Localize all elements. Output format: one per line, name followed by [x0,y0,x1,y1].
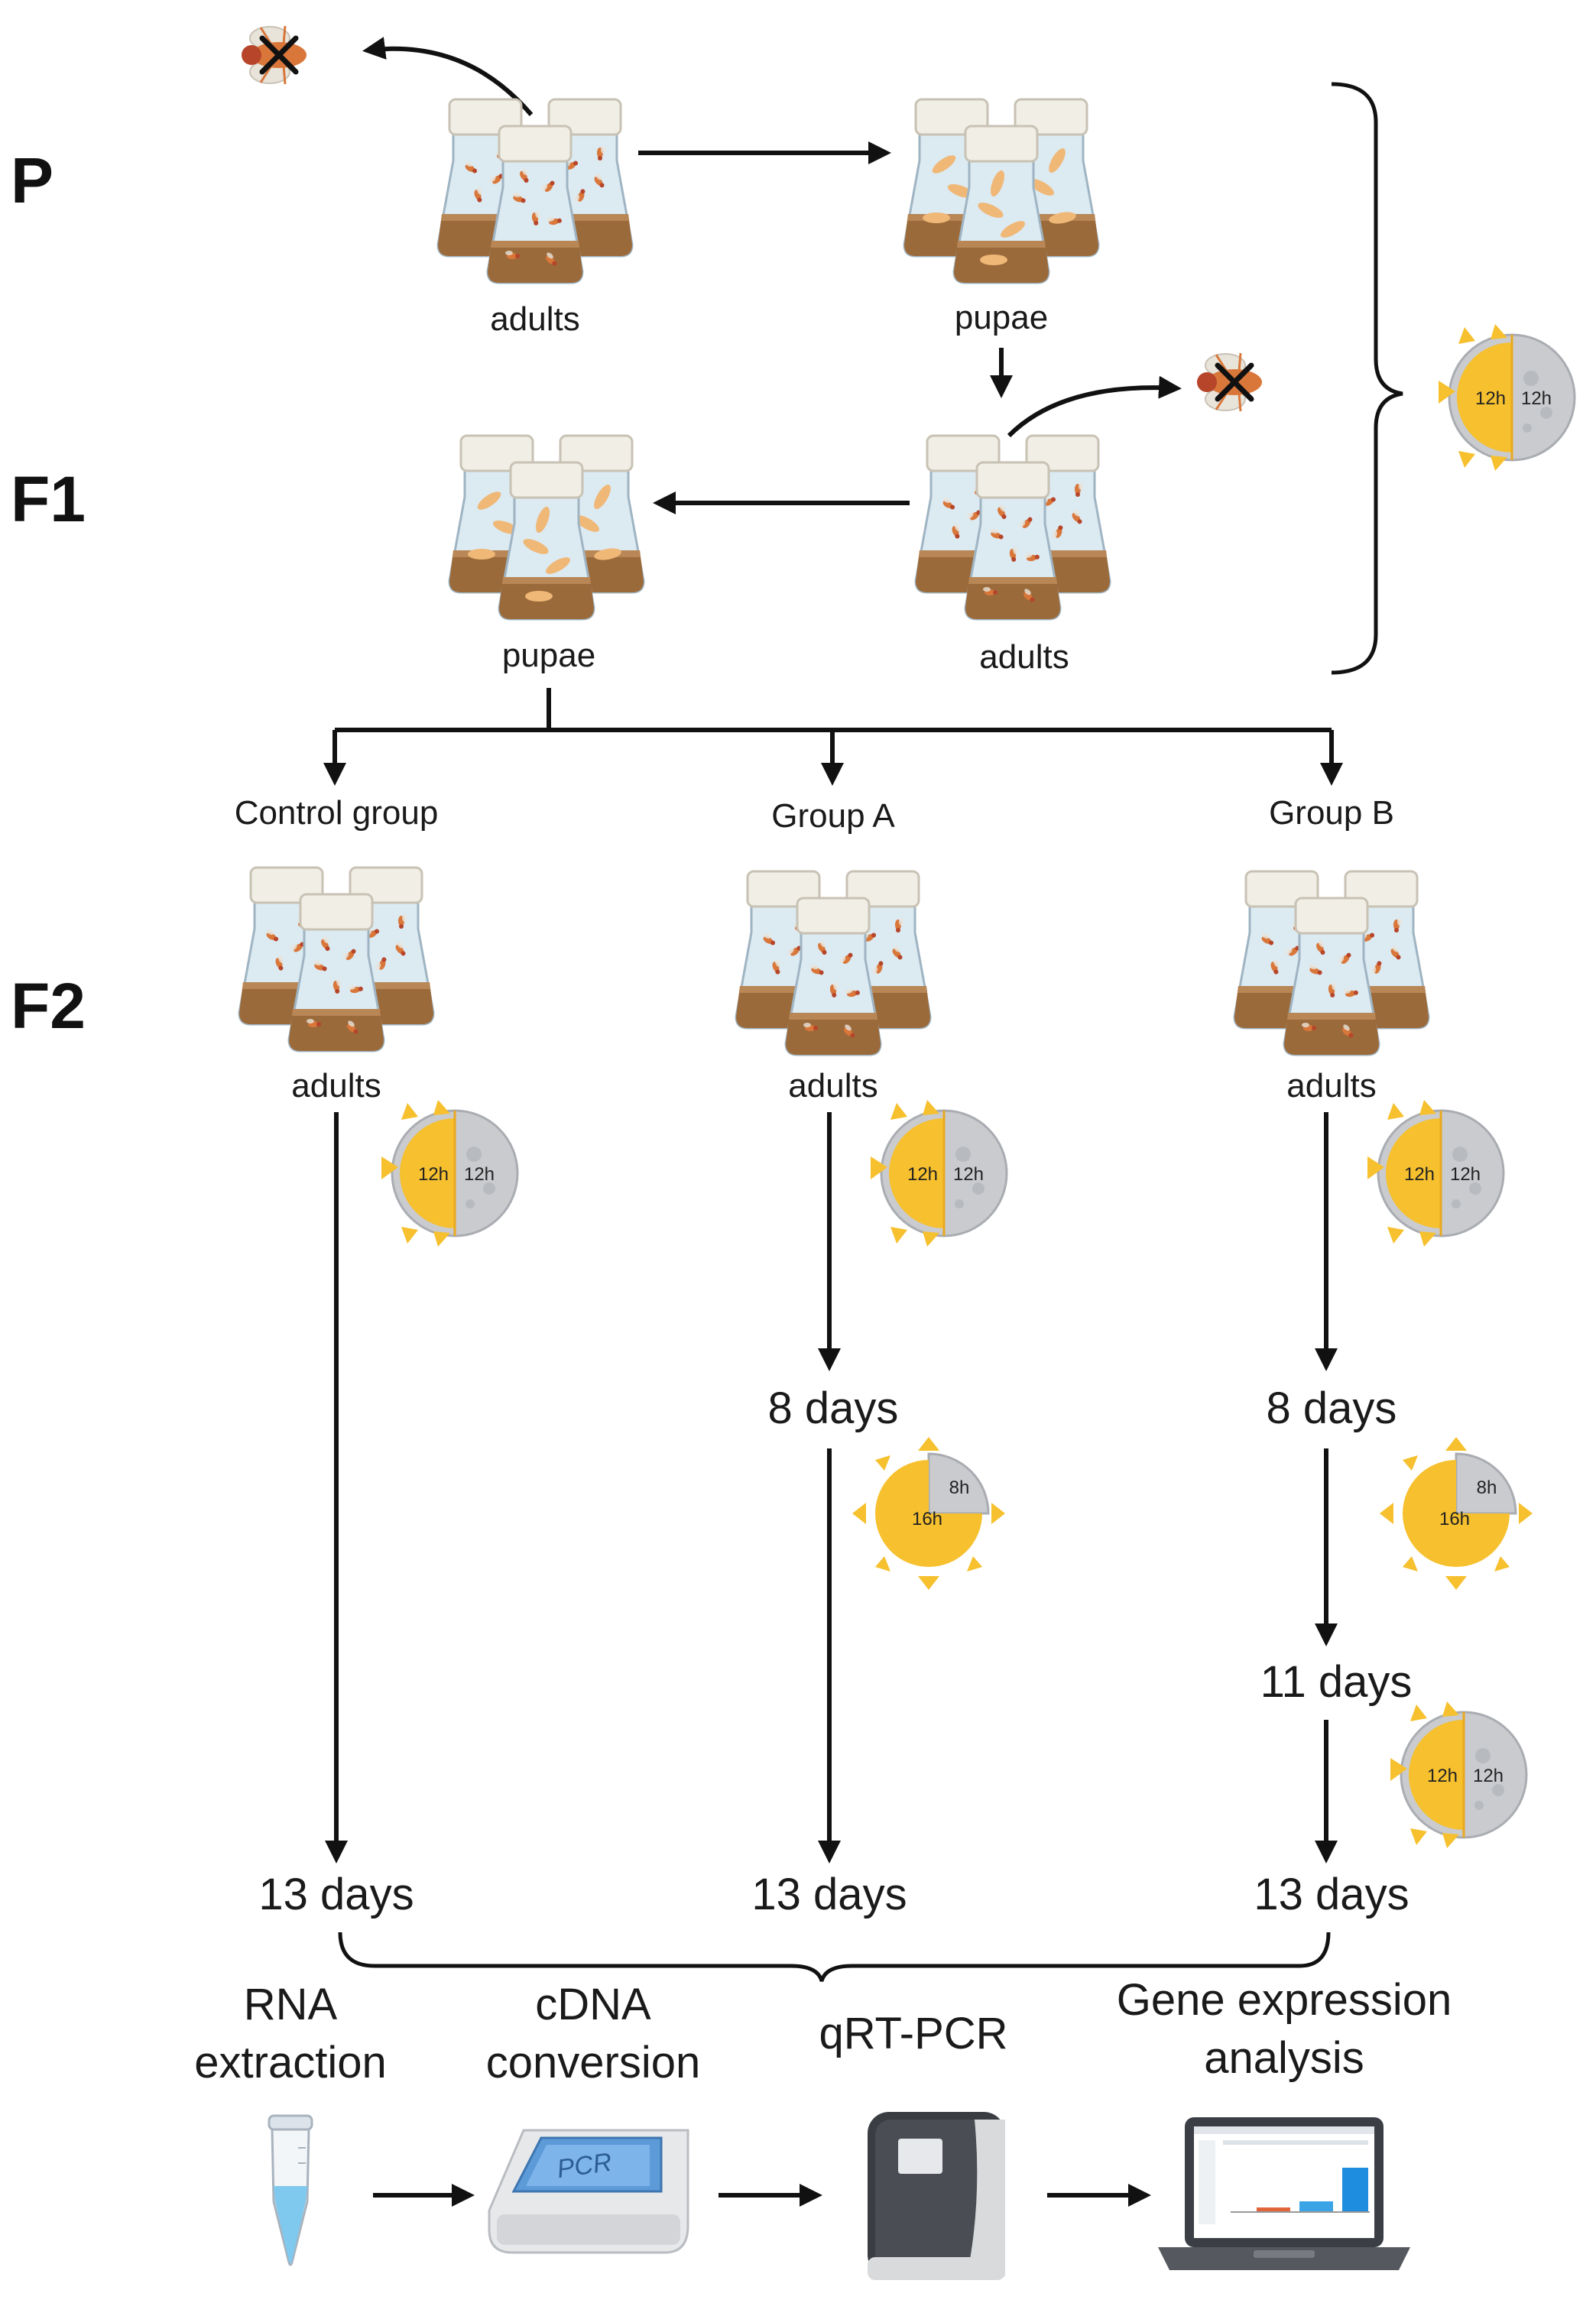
control-adult-vials-icon [239,868,433,1051]
rearing-brace [1331,82,1403,675]
control-day-13-label: 13 days [258,1870,414,1919]
dark-hours-label: 8h [1477,1477,1497,1498]
f1-adults-label: adults [979,638,1069,676]
generation-label-f1: F1 [11,463,86,535]
rna-extraction-label-line2: extraction [194,2038,386,2087]
photoperiod-12-12-icon: 12h 12h [869,1098,1008,1248]
dark-hours-label: 12h [1473,1766,1504,1786]
pcr-machine-icon: PCR [488,2129,689,2254]
group-b-adult-vials-icon [1234,871,1429,1055]
light-hours-label: 16h [1439,1509,1470,1529]
group-b-day-8-label: 8 days [1267,1383,1397,1433]
group-a-adult-vials-icon [736,871,930,1055]
f1-pupae-vials-icon [449,436,644,619]
f1-adult-vials-icon [916,436,1110,619]
photoperiod-12-12-icon: 12h 12h [380,1098,519,1248]
tube-icon [268,2114,313,2266]
group-a-title: Group A [771,797,895,835]
light-hours-label: 12h [1475,388,1506,409]
dark-hours-label: 12h [1521,388,1552,409]
p-pupae-vials-icon [904,99,1098,283]
dark-hours-label: 8h [949,1477,970,1498]
photoperiod-16-8-icon: 16h 8h [1378,1435,1534,1591]
p-adults-label: adults [490,300,579,338]
laptop-icon [1158,2117,1410,2270]
qrt-pcr-label: qRT-PCR [819,2009,1007,2058]
group-b-day-13-label: 13 days [1254,1870,1409,1919]
group-b-title: Group B [1269,794,1394,832]
generation-label-p: P [11,144,54,216]
discarded-fly-icon [242,26,307,84]
remove-adults-arrow [362,37,534,116]
gene-expression-label-line2: analysis [1204,2033,1364,2083]
gene-expression-label-line1: Gene expression [1117,1975,1452,2025]
control-group-title: Control group [235,794,439,832]
p-pupae-label: pupae [955,299,1048,336]
qpcr-instrument-icon [868,2112,1005,2280]
group-a-day-13-label: 13 days [751,1870,907,1919]
light-hours-label: 12h [418,1164,449,1185]
photoperiod-12-12-icon: 12h 12h [1389,1700,1528,1850]
dark-hours-label: 12h [953,1164,984,1185]
cdna-conversion-label-line2: conversion [486,2038,700,2087]
rna-extraction-label-line1: RNA [244,1980,338,2029]
light-hours-label: 12h [1404,1164,1435,1185]
group-split-connector [323,688,1343,786]
group-a-adults-label: adults [788,1067,877,1104]
group-b-day-11-label: 11 days [1260,1657,1413,1707]
cdna-conversion-label-line1: cDNA [535,1980,651,2029]
p-adult-vials-icon [438,99,632,283]
light-hours-label: 16h [912,1509,942,1529]
dark-hours-label: 12h [1450,1164,1481,1185]
control-adults-label: adults [291,1067,381,1104]
photoperiod-12-12-icon: 12h 12h [1366,1098,1505,1248]
group-b-adults-label: adults [1286,1067,1376,1104]
light-hours-label: 12h [1427,1766,1458,1786]
remove-f1-adults-arrow [1007,375,1182,438]
generation-label-f2: F2 [11,970,86,1042]
light-hours-label: 12h [907,1164,938,1185]
sampling-brace [338,1932,1331,1982]
group-a-day-8-label: 8 days [768,1383,899,1433]
f1-pupae-label: pupae [502,637,595,674]
photoperiod-16-8-icon: 16h 8h [851,1435,1007,1591]
discarded-fly-icon [1197,353,1262,411]
dark-hours-label: 12h [464,1164,495,1185]
photoperiod-12-12-icon: 12h 12h [1437,323,1576,472]
